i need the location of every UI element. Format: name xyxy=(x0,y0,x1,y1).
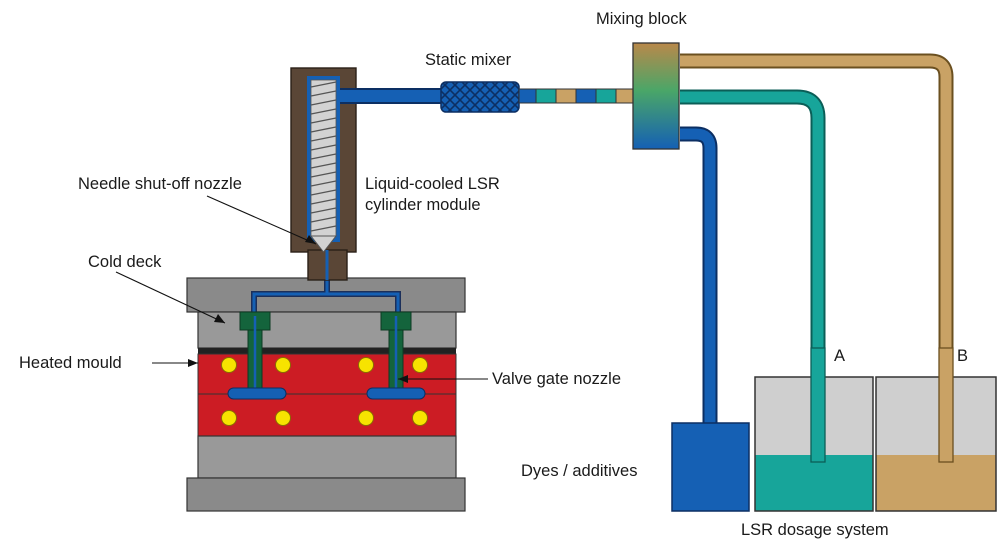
dyes-container xyxy=(671,422,750,512)
cylinder-module xyxy=(290,67,357,281)
leader-lines xyxy=(115,195,488,380)
static-mixer xyxy=(440,81,520,113)
mixing-block xyxy=(632,42,680,150)
mould-cavity-left xyxy=(227,387,287,400)
label-valve-gate: Valve gate nozzle xyxy=(492,370,621,388)
insulation-strip xyxy=(198,348,456,354)
label-heated-mould: Heated mould xyxy=(19,354,122,372)
label-cold-deck: Cold deck xyxy=(88,253,162,271)
label-tank-b: B xyxy=(957,347,968,365)
label-mixing-block: Mixing block xyxy=(596,10,688,28)
feed-line xyxy=(340,81,635,113)
label-needle-nozzle: Needle shut-off nozzle xyxy=(78,175,242,193)
label-static-mixer: Static mixer xyxy=(425,51,512,69)
heated-mould-upper xyxy=(197,353,457,395)
tank-a xyxy=(754,347,874,512)
label-tank-a: A xyxy=(834,347,845,365)
label-cylinder-line2: cylinder module xyxy=(365,196,481,214)
tank-b xyxy=(875,347,997,512)
segmented-feed xyxy=(518,88,635,104)
cold-deck-plate xyxy=(197,311,457,349)
label-dyes: Dyes / additives xyxy=(521,462,637,480)
label-dosage-system: LSR dosage system xyxy=(741,521,889,539)
label-cylinder-line1: Liquid-cooled LSR xyxy=(365,175,500,193)
screw xyxy=(310,79,337,237)
mould-cavity-right xyxy=(366,387,426,400)
lower-support-plate xyxy=(197,435,457,479)
mould-assembly xyxy=(186,265,466,512)
needle-tip xyxy=(309,235,338,253)
heater-channels xyxy=(221,357,428,426)
leader-arrowheads xyxy=(188,235,408,383)
bottom-clamp-plate xyxy=(186,477,466,512)
